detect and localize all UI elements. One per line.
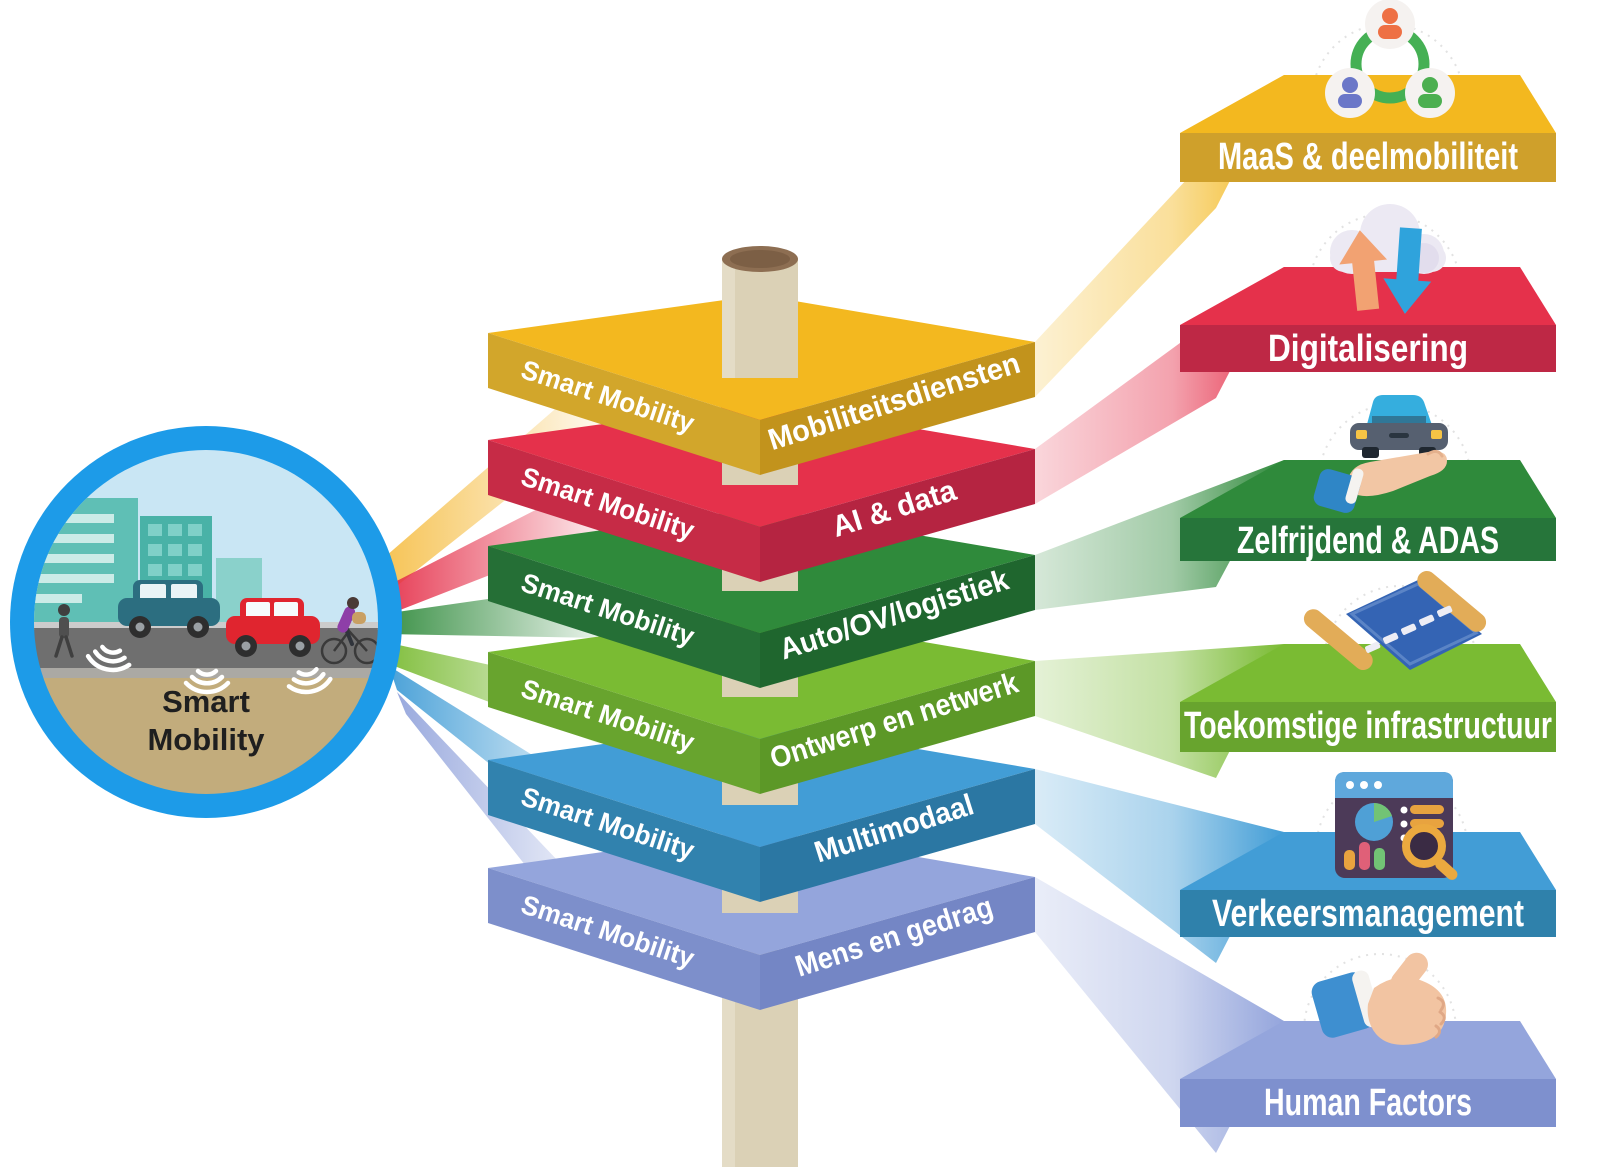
layer-stack: Smart Mobility Mens en gedrag Smart Mobi… [488, 246, 1035, 1167]
banner-band [1180, 518, 1556, 561]
hub-title-line1: Smart [162, 684, 250, 719]
banner-band [1180, 1079, 1556, 1127]
traffic-dashboard-icon [1335, 772, 1458, 880]
layer-right-face [760, 555, 1035, 688]
scene-car-teal [118, 580, 220, 638]
branch-toekomstige-infrastructuur: Toekomstige infrastructuur [1180, 570, 1556, 752]
layer-left-face [488, 333, 760, 475]
scene-pedestrian [54, 604, 74, 658]
hub: Smart Mobility [10, 426, 402, 818]
banner-top-face [1180, 644, 1556, 702]
pole-highlight [722, 950, 735, 1167]
branch-zelfrijdend-adas: Zelfrijdend & ADAS [1180, 395, 1556, 562]
layer-left-face [488, 546, 760, 688]
layer-right-face [760, 449, 1035, 582]
pole-highlight [722, 258, 735, 378]
car-in-hand-icon [1313, 395, 1448, 513]
banner-label: Toekomstige infrastructuur [1184, 705, 1552, 747]
layer-left-face [488, 440, 760, 582]
people-network-icon [1325, 0, 1455, 118]
branch-digitalisering: Digitalisering [1180, 204, 1556, 372]
banner-band [1180, 702, 1556, 752]
banner-label: Human Factors [1264, 1082, 1472, 1124]
cloud-sync-icon [1330, 204, 1446, 314]
layer-left-face [488, 868, 760, 1010]
branch-human-factors: Human Factors [1180, 952, 1556, 1127]
layer-right-face [760, 661, 1035, 794]
branch-maas-deelmobiliteit: MaaS & deelmobiliteit [1180, 0, 1556, 182]
banner-top-face [1180, 1021, 1556, 1079]
layer-right-face [760, 342, 1035, 475]
banner-band [1180, 325, 1556, 372]
scene-car-red [226, 598, 320, 657]
hub-title-line2: Mobility [147, 722, 265, 757]
banner-label: Digitalisering [1268, 328, 1468, 370]
banner-label: Zelfrijdend & ADAS [1237, 520, 1499, 562]
layer-right-face [760, 769, 1035, 902]
branch-verkeersmanagement: Verkeersmanagement [1180, 772, 1556, 937]
layer-left-face [488, 760, 760, 902]
pole-top [722, 246, 798, 378]
layer-left-face [488, 652, 760, 794]
banner-band [1180, 890, 1556, 937]
banner-label: Verkeersmanagement [1212, 893, 1524, 935]
scene-cyclist [320, 597, 378, 665]
layer-right-face [760, 877, 1035, 1010]
road-icon [1303, 570, 1487, 671]
thumbs-up-icon [1311, 952, 1447, 1045]
pole-cap-inner [730, 250, 790, 268]
branch-ribbons [1035, 75, 1284, 1153]
banner-band [1180, 133, 1556, 182]
banner-label: MaaS & deelmobiliteit [1218, 136, 1518, 178]
